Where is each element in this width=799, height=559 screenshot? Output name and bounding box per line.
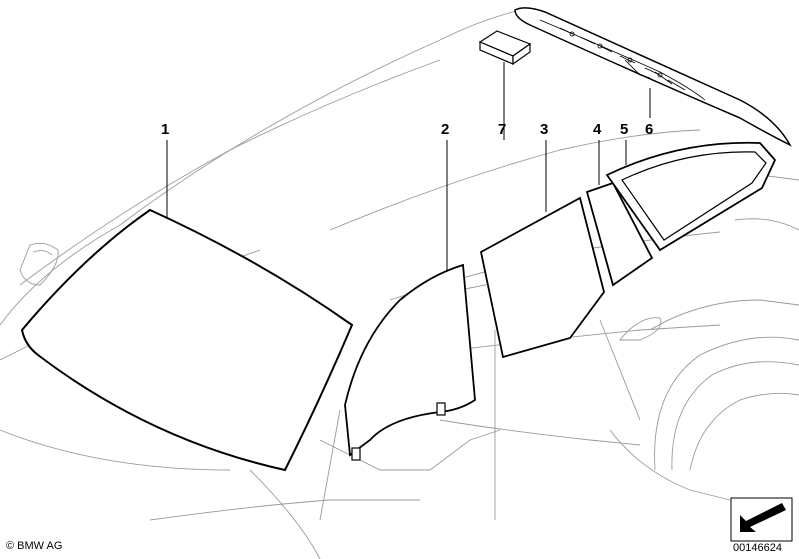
- quarter-window-part-4: [585, 181, 654, 287]
- rear-spoiler-part-6: [514, 7, 792, 147]
- side-window-inner: [621, 151, 767, 241]
- callout-2: 2: [441, 121, 449, 138]
- callout-7: 7: [498, 121, 506, 138]
- callout-3: 3: [540, 121, 548, 138]
- spoiler-detail: [539, 19, 706, 101]
- document-number: 00146624: [733, 542, 782, 554]
- view-direction-icon: [730, 497, 793, 542]
- small-part-7: [478, 30, 532, 66]
- callout-5: 5: [620, 121, 628, 138]
- leader-lines: [166, 62, 651, 272]
- window-clip: [436, 402, 446, 416]
- callout-1: 1: [161, 121, 169, 138]
- callout-6: 6: [645, 121, 653, 138]
- rear-door-window-part-3: [479, 196, 605, 359]
- callout-4: 4: [593, 121, 602, 138]
- copyright-text: © BMW AG: [6, 540, 63, 552]
- front-door-window-part-2: [344, 263, 476, 457]
- window-clip: [351, 447, 361, 461]
- windscreen-part-1: [20, 208, 354, 472]
